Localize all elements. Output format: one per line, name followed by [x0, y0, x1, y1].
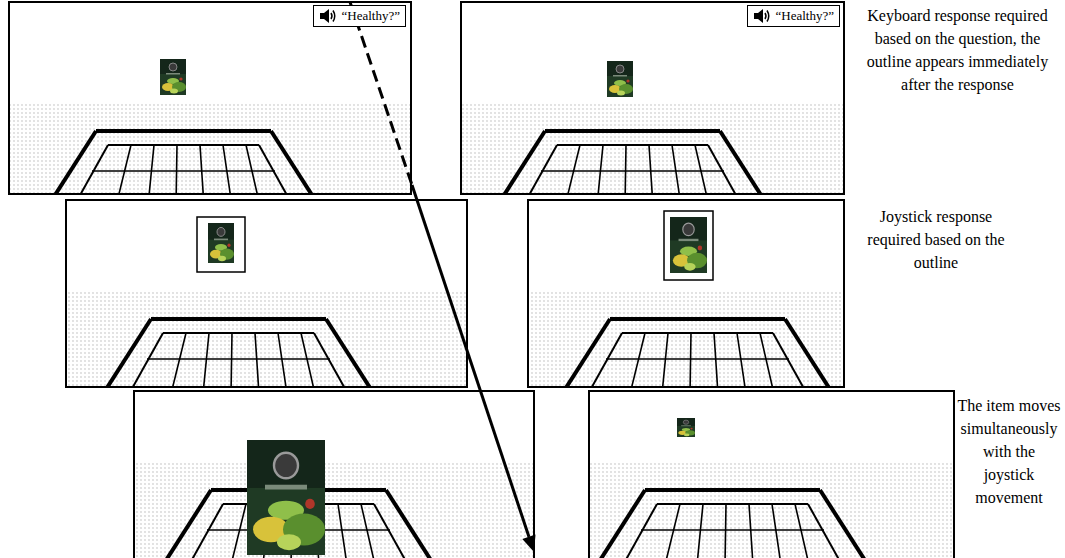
speaker-icon [753, 8, 771, 24]
screen-frame [405, 1, 875, 213]
speaker-icon [319, 8, 337, 24]
audio-question-box: “Healthy?” [747, 5, 840, 27]
product-image [670, 217, 707, 273]
product-image-enlarged [247, 440, 325, 555]
time-arrow-solid [412, 185, 529, 537]
audio-question-box: “Healthy?” [313, 5, 406, 27]
time-arrow-dashed [350, 2, 412, 185]
product-image-shrunk [677, 418, 695, 437]
question-text: “Healthy?” [342, 8, 400, 24]
item-outline [664, 211, 713, 280]
screen-frame [505, 390, 975, 558]
item-outline [197, 217, 245, 272]
product-image [160, 59, 186, 95]
shopping-cart [505, 462, 975, 558]
arrow-head [522, 535, 535, 552]
shopping-cart [405, 103, 875, 213]
screen-frame [0, 1, 426, 213]
step-description: The item moves simultaneously with the j… [957, 394, 1061, 509]
shopping-cart [11, 291, 481, 401]
screen-frame [11, 199, 481, 401]
screen-frame [71, 390, 541, 558]
shopping-cart [470, 291, 940, 401]
shopping-cart [0, 103, 426, 213]
product-image [607, 61, 633, 97]
step-description: Joystick response required based on the … [855, 205, 1017, 274]
screen-frame [470, 199, 940, 401]
step-description: Keyboard response required based on the … [855, 4, 1060, 96]
question-text: “Healthy?” [776, 8, 834, 24]
product-image [208, 223, 234, 263]
